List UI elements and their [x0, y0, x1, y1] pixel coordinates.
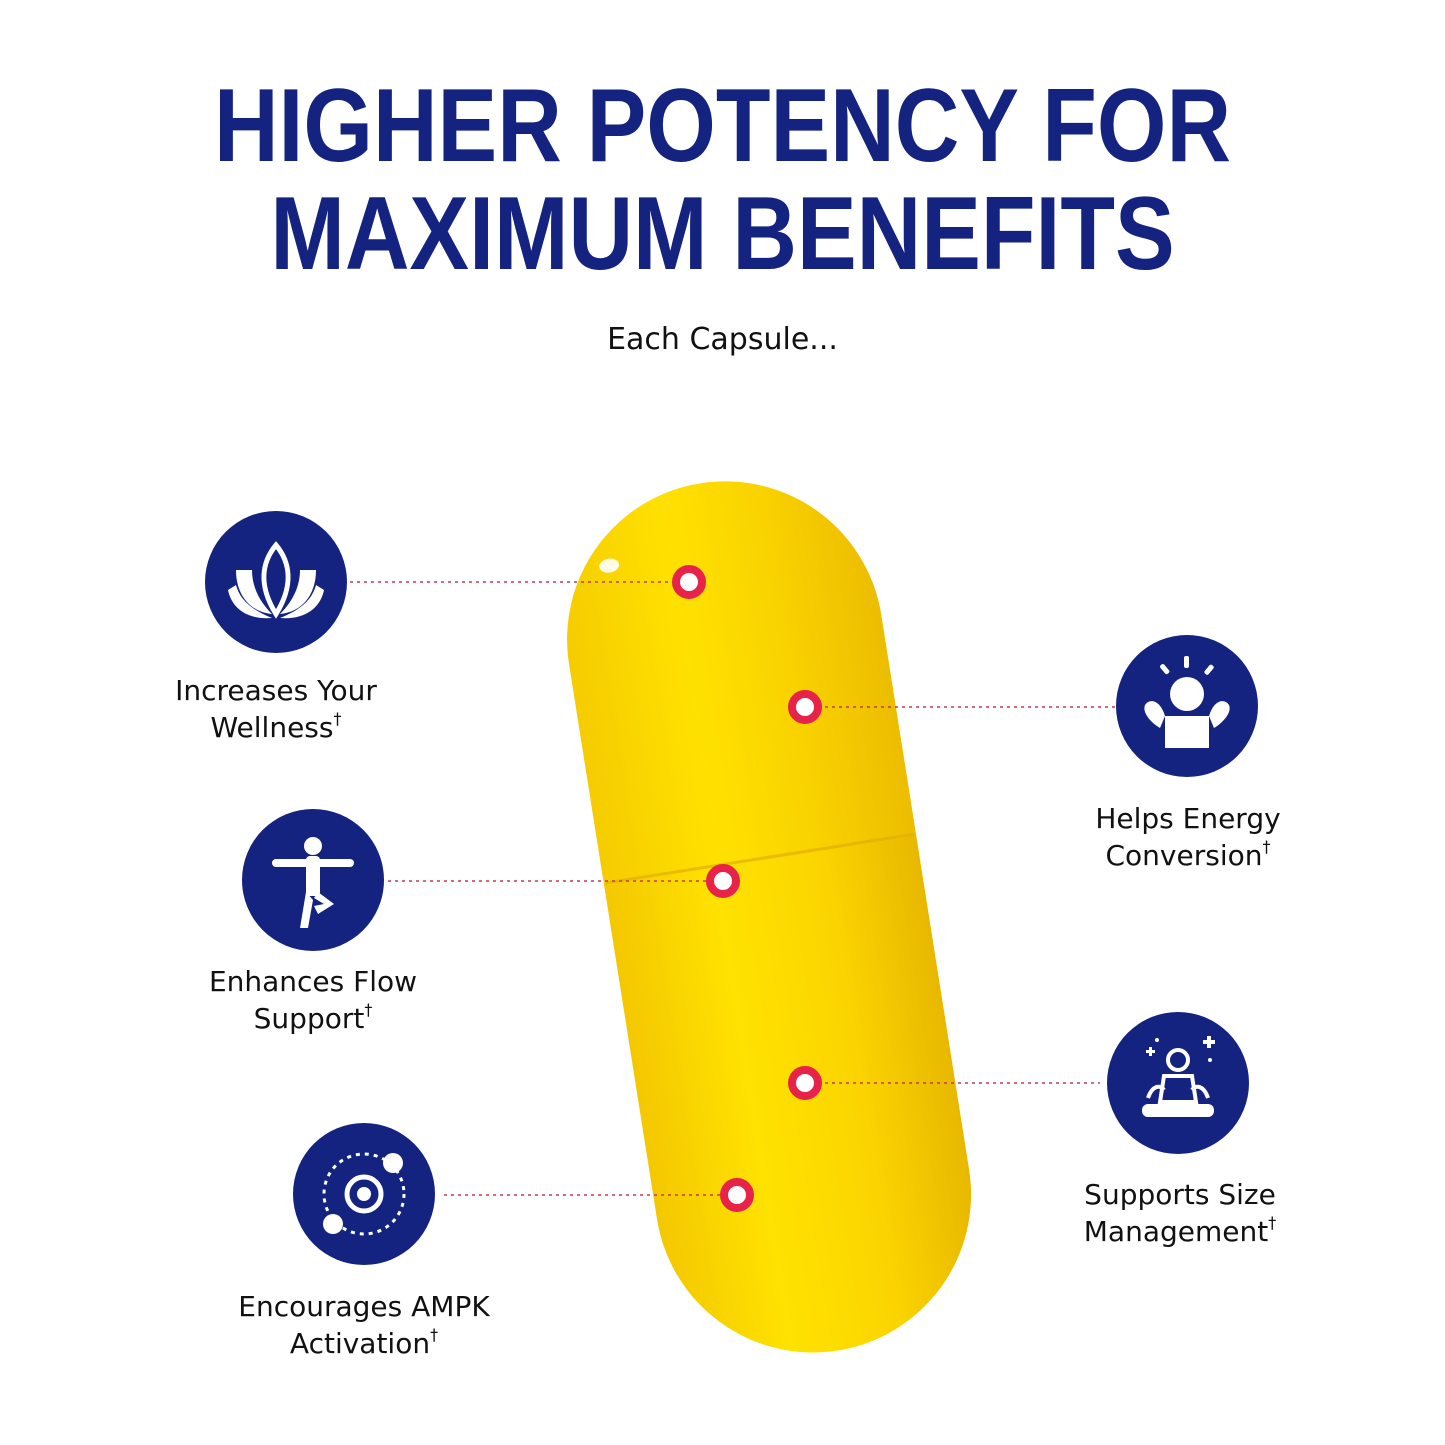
badge-size [1107, 1012, 1249, 1154]
caption-energy-line-2: Conversion [1105, 839, 1263, 872]
marker-size [788, 1066, 822, 1100]
caption-energy-line-1: Helps Energy [1095, 802, 1281, 835]
energy-person-icon [1144, 656, 1230, 748]
marker-flow [706, 864, 740, 898]
caption-size: Supports Size Management† [1055, 1176, 1305, 1250]
headline-line-1: HIGHER POTENCY FOR [213, 68, 1232, 184]
caption-ampk: Encourages AMPK Activation† [214, 1288, 514, 1362]
caption-size-line-1: Supports Size [1084, 1178, 1276, 1211]
orbit-icon [322, 1152, 406, 1236]
headline: HIGHER POTENCY FOR MAXIMUM BENEFITS [101, 72, 1344, 288]
caption-size-mark: † [1268, 1213, 1277, 1232]
caption-wellness-line-2: Wellness [210, 711, 334, 744]
caption-ampk-line-1: Encourages AMPK [238, 1290, 490, 1323]
lotus-icon [228, 541, 324, 619]
caption-ampk-mark: † [430, 1325, 439, 1344]
markers [672, 565, 822, 1212]
caption-flow-mark: † [364, 1000, 373, 1019]
caption-flow-line-1: Enhances Flow [208, 965, 418, 998]
badge-flow [242, 809, 384, 951]
caption-ampk-line-2: Activation [289, 1327, 431, 1360]
badge-ampk [293, 1123, 435, 1265]
caption-flow: Enhances Flow Support† [187, 963, 439, 1037]
caption-energy: Helps Energy Conversion† [1070, 800, 1306, 874]
caption-wellness-line-1: Increases Your [175, 674, 377, 707]
yoga-pose-icon [272, 837, 354, 928]
badge-energy [1116, 635, 1258, 777]
badge-wellness [205, 511, 347, 653]
caption-wellness-mark: † [333, 709, 342, 728]
caption-size-line-2: Management [1083, 1215, 1269, 1248]
connector-lines [350, 581, 1115, 1196]
meditation-icon [1142, 1036, 1215, 1117]
subtitle: Each Capsule... [607, 322, 838, 357]
capsule [567, 481, 977, 1353]
headline-line-2: MAXIMUM BENEFITS [270, 176, 1175, 292]
caption-flow-line-2: Support [253, 1002, 365, 1035]
marker-energy [788, 690, 822, 724]
marker-wellness [672, 565, 706, 599]
marker-ampk [720, 1178, 754, 1212]
caption-energy-mark: † [1262, 837, 1271, 856]
caption-wellness: Increases Your Wellness† [150, 672, 402, 746]
